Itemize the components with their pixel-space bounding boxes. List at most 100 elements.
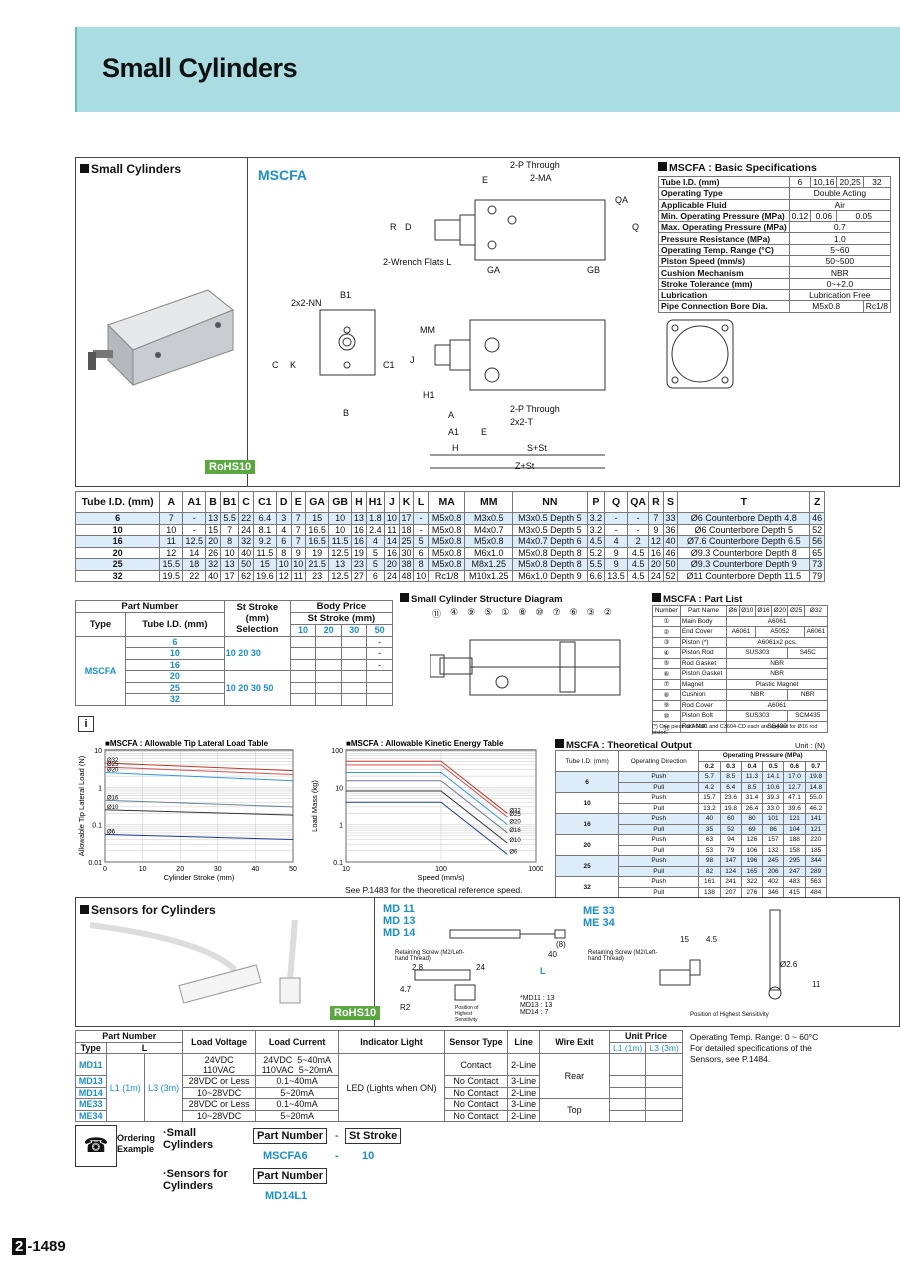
st-sensor: No Contact xyxy=(443,1075,509,1088)
out-cell: 15.7 xyxy=(698,792,721,804)
out-cell: Pull xyxy=(618,886,700,898)
dim-cell: 16.5 xyxy=(305,523,330,536)
dim-header: E xyxy=(290,491,307,513)
label-b1: B1 xyxy=(340,290,352,300)
out-cell: 53 xyxy=(698,844,721,856)
label-s: S+St xyxy=(527,443,547,453)
dim-cell: 7 xyxy=(290,523,307,536)
dim-header: A xyxy=(159,491,184,513)
spec-value: 5~60 xyxy=(788,243,891,257)
st-type: MD13 xyxy=(75,1075,107,1088)
y-label: Load Mass (kg) xyxy=(310,780,319,832)
out-cell: 141 xyxy=(804,813,828,825)
st-h-part: Part Number xyxy=(74,1030,184,1043)
pt-h-type: Type xyxy=(75,612,126,637)
x-tick: 30 xyxy=(214,866,222,873)
out-cell: 158 xyxy=(783,844,806,856)
st-h-exit: Wire Exit xyxy=(538,1030,610,1054)
part-num: ② xyxy=(652,626,681,638)
dim-header: GB xyxy=(328,491,353,513)
part-mat: SS400 xyxy=(726,720,828,733)
spec-key: Operating Type xyxy=(658,187,790,200)
label-d: D xyxy=(405,222,412,232)
series-line xyxy=(346,801,508,855)
label-j: J xyxy=(410,355,415,365)
sensor-photo-box xyxy=(75,897,375,1027)
ordering-ex2: MD14L1 xyxy=(265,1190,308,1202)
dim-cell: Ø6 Counterbore Depth 5 xyxy=(677,523,811,536)
dim-cell: 5 xyxy=(413,535,429,548)
dim-cell: 52 xyxy=(662,569,679,582)
st-voltage: 28VDC or Less xyxy=(182,1098,256,1111)
out-cell: Pull xyxy=(618,865,700,877)
label-through1: 2-P Through xyxy=(510,160,560,170)
part-mat: NBR xyxy=(787,689,828,701)
sensor-dR2: R2 xyxy=(400,1003,411,1012)
dim-cell: 8.1 xyxy=(252,523,277,536)
label-q: Q xyxy=(632,222,640,232)
ordering-cyl-label: ·Small Cylinders xyxy=(163,1127,214,1151)
dim-cell: 7 xyxy=(219,523,240,536)
dim-header: Z xyxy=(809,491,825,513)
pt-h-st: St Stroke (mm) Selection xyxy=(223,600,291,637)
out-cell: 483 xyxy=(783,876,806,888)
sensor-d28: 2.8 xyxy=(412,963,424,972)
dim-header: H1 xyxy=(365,491,386,513)
dim-cell: - xyxy=(413,523,429,536)
part-num: ① xyxy=(652,615,681,627)
out-cell: 121 xyxy=(804,823,828,835)
out-cell: 165 xyxy=(740,865,764,877)
structure-diagram xyxy=(430,639,621,696)
sensor-d45: 4.5 xyxy=(706,935,718,944)
label-nn: 2x2-NN xyxy=(291,298,322,308)
part-mat: A6061 xyxy=(726,615,828,627)
label-e2: E xyxy=(481,427,488,437)
series-line xyxy=(104,771,294,782)
out-tube: 10 xyxy=(554,792,620,814)
sensor-d15: 15 xyxy=(680,935,689,944)
label-a: A xyxy=(448,410,455,420)
st-current: 5~20mA xyxy=(254,1086,340,1099)
dim-cell: 13 xyxy=(219,558,240,571)
out-header: 0.2 xyxy=(698,760,721,772)
out-cell: 35 xyxy=(698,823,721,835)
pt-h-part: Part Number xyxy=(75,600,225,613)
dim-cell: 23 xyxy=(351,558,367,571)
dim-cell: 32 xyxy=(205,558,221,571)
dim-cell: M3x0.5 Depth 5 xyxy=(512,523,588,536)
label-qa: QA xyxy=(615,195,629,205)
model-title: MSCFA xyxy=(258,167,307,183)
sensor-drawing xyxy=(414,909,782,1001)
spec-value: Double Acting xyxy=(788,187,891,200)
dim-cell: 50 xyxy=(662,558,679,571)
part-mat: SUS303 xyxy=(726,710,789,722)
cylinder-photo xyxy=(88,289,234,387)
structure-callout: ⑦ xyxy=(552,607,563,617)
x-tick: 40 xyxy=(252,866,260,873)
x-tick: 10 xyxy=(342,866,350,873)
out-cell: 31.4 xyxy=(740,792,764,804)
dim-cell: 20 xyxy=(648,558,664,571)
part-list-note: (*) One piece of A6061 and C3604-CD each… xyxy=(652,724,818,736)
y-label: Allowable Tip Lateral Load (N) xyxy=(77,755,86,856)
dim-header: C1 xyxy=(252,491,277,513)
dim-cell: 5.5 xyxy=(219,512,240,525)
part-name: Piston Rod xyxy=(679,647,728,659)
dim-cell: M5x0.8 Depth 8 xyxy=(512,558,588,571)
series-label: Ø20 xyxy=(509,820,521,826)
out-cell: 289 xyxy=(804,865,828,877)
st-current: 0.1~40mA xyxy=(254,1098,340,1111)
st-current: 5~20mA xyxy=(254,1109,340,1122)
st-h-light: Indicator Light xyxy=(338,1030,445,1054)
part-mat: A6061 xyxy=(726,626,756,638)
pt-stroke-50: 50 xyxy=(366,624,393,637)
dim-cell: 17 xyxy=(219,569,240,582)
part-name: Main Body xyxy=(679,615,728,627)
label-t: 2x2-T xyxy=(510,417,534,427)
